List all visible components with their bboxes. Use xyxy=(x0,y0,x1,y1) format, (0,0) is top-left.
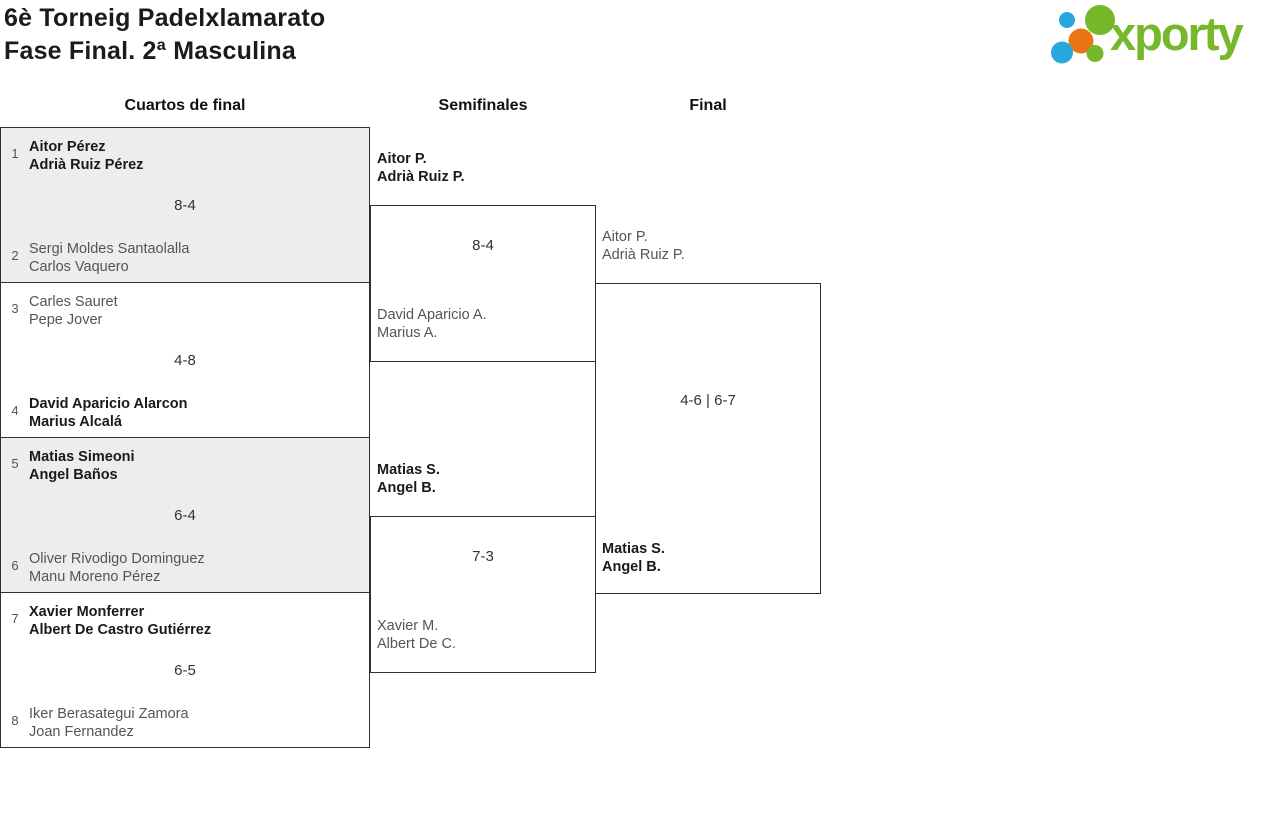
match-score: 6-4 xyxy=(174,507,196,524)
semifinal-match-2: Matias S. Angel B. 7-3 Xavier M. Albert … xyxy=(370,462,596,673)
player-name: Angel Baños xyxy=(29,467,118,483)
seed-number: 5 xyxy=(11,456,19,471)
semifinal-match-1: Aitor P. Adrià Ruiz P. 8-4 David Aparici… xyxy=(370,151,596,362)
player-name: David Aparicio A. xyxy=(377,307,487,323)
player-name: Aitor P. xyxy=(602,229,648,245)
team-pair: Matias Simeoni Angel Baños xyxy=(29,448,363,484)
player-name: Aitor Pérez xyxy=(29,139,106,155)
quarterfinal-match-2: 3 Carles Sauret Pepe Jover 4-8 4 David A… xyxy=(0,282,370,438)
seed-number: 7 xyxy=(11,611,19,626)
player-name: Angel B. xyxy=(377,480,436,496)
xporty-logo-dots-icon xyxy=(1051,5,1115,64)
team-pair: Xavier Monferrer Albert De Castro Gutiér… xyxy=(29,603,363,639)
player-name: Aitor P. xyxy=(377,151,427,167)
round-label-semifinals: Semifinales xyxy=(438,97,528,114)
match-score: 4-6 | 6-7 xyxy=(680,392,736,409)
player-name: Xavier M. xyxy=(377,618,439,634)
match-score: 8-4 xyxy=(472,237,494,254)
player-name: Albert De C. xyxy=(377,636,456,652)
seed-number: 8 xyxy=(11,713,19,728)
player-name: Albert De Castro Gutiérrez xyxy=(29,622,212,638)
round-label-final: Final xyxy=(689,97,727,114)
player-name: Xavier Monferrer xyxy=(29,604,145,620)
team-pair: Xavier M. Albert De C. xyxy=(377,617,591,653)
xporty-wordmark: xporty xyxy=(1110,7,1244,60)
quarterfinal-match-1: 1 Aitor Pérez Adrià Ruiz Pérez 8-4 2 Ser… xyxy=(0,127,370,283)
player-name: Carlos Vaquero xyxy=(29,259,129,275)
player-name: Matias Simeoni xyxy=(29,449,135,465)
seed-number: 2 xyxy=(11,248,19,263)
player-name: Angel B. xyxy=(602,559,661,575)
player-name: David Aparicio Alarcon xyxy=(29,396,188,412)
player-name: Adrià Ruiz Pérez xyxy=(29,157,144,173)
match-score: 4-8 xyxy=(174,352,196,369)
team-pair: Matias S. Angel B. xyxy=(602,540,816,576)
player-name: Joan Fernandez xyxy=(29,724,134,740)
player-name: Matias S. xyxy=(602,541,665,557)
match-score: 6-5 xyxy=(174,662,196,679)
quarterfinal-match-4: 7 Xavier Monferrer Albert De Castro Guti… xyxy=(0,592,370,748)
player-name: Pepe Jover xyxy=(29,312,103,328)
seed-number: 3 xyxy=(11,301,19,316)
player-name: Carles Sauret xyxy=(29,294,118,310)
team-pair: Aitor Pérez Adrià Ruiz Pérez xyxy=(29,138,363,174)
match-score: 7-3 xyxy=(472,548,494,565)
player-name: Iker Berasategui Zamora xyxy=(29,706,189,722)
player-name: Marius Alcalá xyxy=(29,414,122,430)
final-match: Aitor P. Adrià Ruiz P. 4-6 | 6-7 Matias … xyxy=(595,229,821,594)
team-pair: Matias S. Angel B. xyxy=(377,461,591,497)
player-name: Adrià Ruiz P. xyxy=(377,169,465,185)
team-pair: Iker Berasategui Zamora Joan Fernandez xyxy=(29,705,363,741)
player-name: Marius A. xyxy=(377,325,438,341)
team-pair: Carles Sauret Pepe Jover xyxy=(29,293,363,329)
team-pair: David Aparicio Alarcon Marius Alcalá xyxy=(29,395,363,431)
seed-number: 6 xyxy=(11,558,19,573)
team-pair: Aitor P. Adrià Ruiz P. xyxy=(602,228,816,264)
team-pair: Aitor P. Adrià Ruiz P. xyxy=(377,150,591,186)
quarterfinal-match-3: 5 Matias Simeoni Angel Baños 6-4 6 Olive… xyxy=(0,437,370,593)
round-label-quarterfinals: Cuartos de final xyxy=(124,97,246,114)
player-name: Sergi Moldes Santaolalla xyxy=(29,241,190,257)
team-pair: Sergi Moldes Santaolalla Carlos Vaquero xyxy=(29,240,363,276)
player-name: Adrià Ruiz P. xyxy=(602,247,685,263)
player-name: Oliver Rivodigo Dominguez xyxy=(29,551,205,567)
team-pair: David Aparicio A. Marius A. xyxy=(377,306,591,342)
tournament-name: 6è Torneig Padelxlamarato xyxy=(4,4,326,32)
player-name: Matias S. xyxy=(377,462,440,478)
seed-number: 1 xyxy=(11,146,19,161)
page-title: 6è Torneig Padelxlamarato Fase Final. 2ª… xyxy=(4,2,325,68)
match-score: 8-4 xyxy=(174,197,196,214)
seed-number: 4 xyxy=(11,403,19,418)
xporty-logo[interactable]: xporty xyxy=(1046,2,1276,72)
team-pair: Oliver Rivodigo Dominguez Manu Moreno Pé… xyxy=(29,550,363,586)
player-name: Manu Moreno Pérez xyxy=(29,569,161,585)
phase-name: Fase Final. 2ª Masculina xyxy=(4,37,296,65)
